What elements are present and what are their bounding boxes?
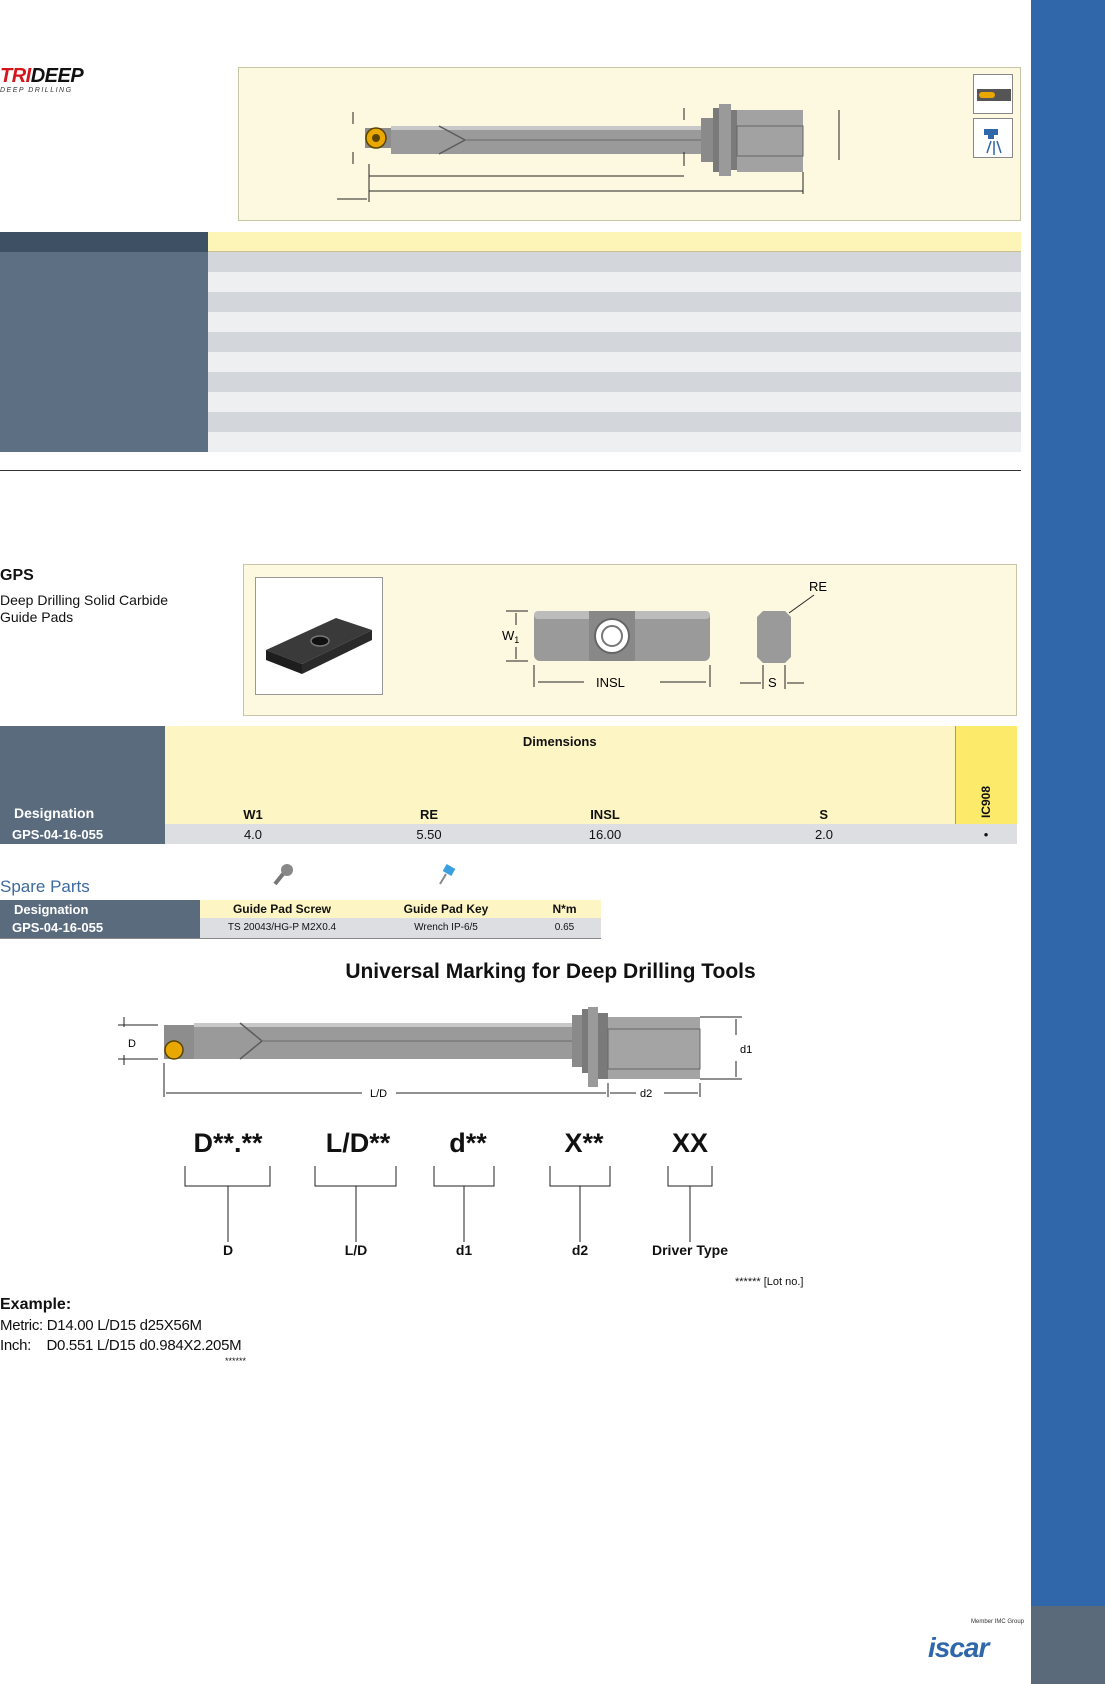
tool-label-ld: L/D [370, 1088, 387, 1100]
lot-number-note: ****** [Lot no.] [735, 1276, 804, 1288]
code-label-driver-type: Driver Type [652, 1242, 728, 1258]
tool-label-d2: d2 [640, 1088, 652, 1100]
spec-row [0, 292, 1021, 312]
spare-row-designation: GPS-04-16-055 [0, 918, 200, 939]
guide-pad-photo [255, 577, 383, 695]
example-metric: Metric: D14.00 L/D15 d25X56M [0, 1317, 202, 1334]
spare-row-screw: TS 20043/HG-P M2X0.4 [200, 918, 364, 939]
label-w1: W1 [502, 628, 519, 645]
col-w1: W1 [165, 804, 341, 824]
spec-row [0, 392, 1021, 412]
row-designation: GPS-04-16-055 [0, 824, 165, 844]
internal-coolant-icon [973, 74, 1013, 114]
right-side-band-footer [1031, 1606, 1105, 1684]
code-label-ld: L/D [344, 1242, 368, 1258]
col-insl: INSL [517, 804, 693, 824]
right-side-band [1031, 0, 1105, 1684]
universal-marking-title: Universal Marking for Deep Drilling Tool… [345, 960, 756, 983]
example-inch: Inch: D0.551 L/D15 d0.984X2.205M [0, 1337, 242, 1354]
screw-icon [272, 862, 296, 893]
drill-drawing [337, 104, 840, 202]
spare-row-key: Wrench IP-6/5 [364, 918, 528, 939]
label-re: RE [809, 579, 827, 594]
universal-marking-tool-drawing: D d1 L/D d2 [118, 1007, 752, 1100]
imc-group-tagline: Member IMC Group [971, 1619, 1025, 1625]
spare-parts-table: Designation Guide Pad Screw Guide Pad Ke… [0, 900, 601, 939]
drill-drawing-panel [238, 67, 1021, 221]
row-grade-availability: • [955, 824, 1017, 844]
spec-row [0, 272, 1021, 292]
key-icon [436, 864, 460, 891]
example-title: Example: [0, 1296, 72, 1313]
code-ld: L/D** [325, 1128, 391, 1158]
brand-tagline: DEEP DRILLING [0, 87, 73, 94]
iscar-logo: iscar [928, 1632, 989, 1663]
spec-row [0, 312, 1021, 332]
code-driver-type: XX [671, 1128, 709, 1158]
code-label-d: D [222, 1242, 234, 1258]
spec-row [0, 252, 1021, 272]
guide-pad-screw-header: Guide Pad Screw [200, 900, 364, 918]
table-row: GPS-04-16-055 TS 20043/HG-P M2X0.4 Wrenc… [0, 918, 601, 939]
code-d1: d** [449, 1128, 487, 1158]
spare-designation-header: Designation [0, 900, 200, 918]
row-insl: 16.00 [517, 824, 693, 844]
spec-table-bottom-rule [0, 470, 1021, 471]
gps-dimensions-table: Designation Dimensions IC908 W1 RE INSL … [0, 726, 1017, 844]
grade-header: IC908 [954, 726, 1017, 824]
table-row: GPS-04-16-055 4.0 5.50 16.00 2.0 • [0, 824, 1017, 844]
row-s: 2.0 [693, 824, 955, 844]
coolant-tap-icon [973, 118, 1013, 158]
marking-brackets [184, 1166, 713, 1242]
spare-parts-title: Spare Parts [0, 877, 90, 896]
spec-row [0, 352, 1021, 372]
spec-row [0, 372, 1021, 392]
tridep-brand: TRIDEEP DEEP DRILLING [0, 66, 110, 94]
spec-row [0, 412, 1021, 432]
guide-pad-drawing: W1 INSL RE S [502, 579, 827, 690]
code-d2: X** [564, 1128, 604, 1158]
code-label-d2: d2 [571, 1242, 589, 1258]
col-re: RE [341, 804, 517, 824]
col-s: S [693, 804, 955, 824]
code-label-d1: d1 [455, 1242, 473, 1258]
gps-title: GPS [0, 567, 34, 584]
dimensions-group-header: Dimensions [165, 726, 955, 804]
torque-header: N*m [528, 900, 601, 918]
tridep-logo: TRIDEEP [0, 65, 84, 87]
example-lot-stars: ****** [225, 1356, 247, 1366]
spec-row [0, 432, 1021, 452]
label-s: S [768, 675, 777, 690]
gps-description: Deep Drilling Solid Carbide Guide Pads [0, 592, 169, 625]
designation-header: Designation [0, 726, 165, 824]
tool-label-d1: d1 [740, 1044, 752, 1056]
spec-row [0, 332, 1021, 352]
spec-header-row [0, 232, 1021, 252]
row-w1: 4.0 [165, 824, 341, 844]
tool-label-d: D [128, 1038, 136, 1050]
row-re: 5.50 [341, 824, 517, 844]
code-diameter: D**.** [193, 1128, 263, 1158]
guide-pad-key-header: Guide Pad Key [364, 900, 528, 918]
spare-row-torque: 0.65 [528, 918, 601, 939]
spec-table [0, 232, 1021, 452]
label-insl: INSL [596, 675, 625, 690]
